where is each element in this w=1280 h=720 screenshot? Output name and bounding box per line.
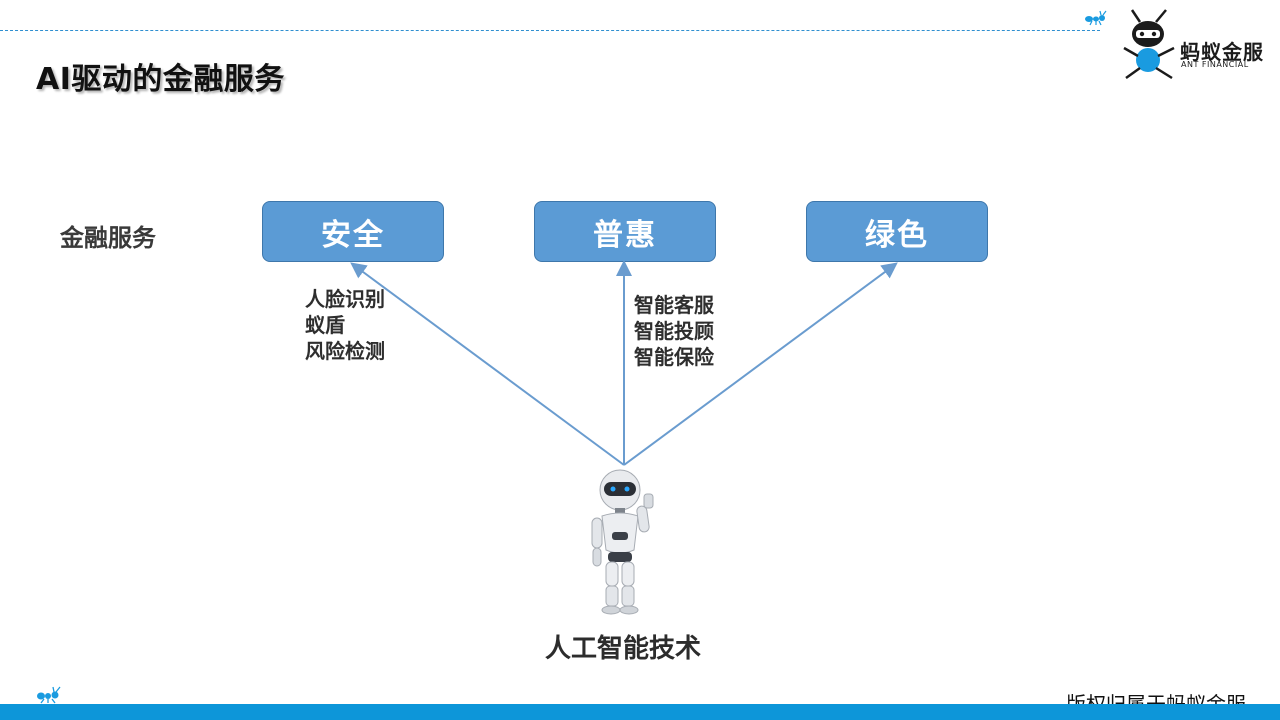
security-features: 人脸识别 蚁盾 风险检测 — [305, 286, 385, 364]
ai-technology-caption: 人工智能技术 — [545, 634, 702, 664]
arrow-to-green — [623, 262, 898, 466]
list-item: 风险检测 — [305, 339, 385, 363]
header-divider — [0, 30, 1100, 31]
box-green: 绿色 — [806, 201, 988, 262]
inclusive-features: 智能客服 智能投顾 智能保险 — [634, 292, 714, 370]
footer-bar — [0, 704, 1280, 720]
list-item: 智能投顾 — [634, 319, 714, 343]
ant-logo-icon — [1123, 9, 1175, 80]
logo-subtext: ANT FINANCIAL — [1181, 60, 1249, 69]
ant-financial-logo: 蚂蚁金服 ANT FINANCIAL — [1118, 8, 1268, 80]
robot-icon — [591, 469, 654, 615]
page-title: AI驱动的金融服务 — [36, 62, 285, 97]
box-inclusive: 普惠 — [534, 201, 716, 262]
list-item: 人脸识别 — [305, 287, 385, 311]
list-item: 智能保险 — [634, 345, 714, 369]
ant-small-icon — [37, 686, 61, 704]
box-security: 安全 — [262, 201, 444, 262]
logo-text: 蚂蚁金服 — [1180, 40, 1264, 64]
row-label: 金融服务 — [60, 224, 156, 252]
list-item: 智能客服 — [634, 293, 714, 317]
arrow-to-security — [350, 262, 625, 466]
ant-small-icon — [1085, 10, 1107, 26]
list-item: 蚁盾 — [305, 313, 345, 337]
